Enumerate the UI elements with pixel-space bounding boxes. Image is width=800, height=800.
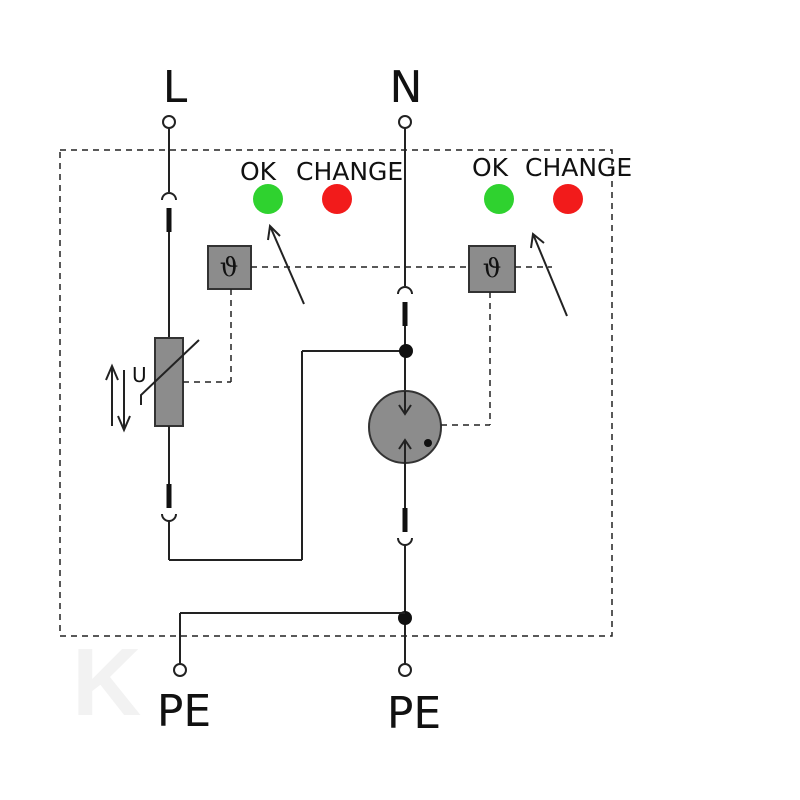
terminal-label-pe-left: PE xyxy=(157,686,211,737)
varistor-label: U xyxy=(132,363,147,387)
ok-indicator-right xyxy=(484,184,514,214)
fuse-contact-upper-l xyxy=(161,192,177,201)
terminal-label-l: L xyxy=(163,62,188,113)
indicator-label-ok-right: OK xyxy=(472,153,509,182)
terminal-l xyxy=(162,115,176,129)
indicator-arrow-right xyxy=(530,232,568,317)
thermal-symbol-right: ϑ xyxy=(483,254,502,284)
watermark-logo: K xyxy=(72,629,141,736)
varistor-characteristic-line xyxy=(140,339,200,405)
thermal-box-right xyxy=(468,245,516,293)
fuse-contact-lower-l xyxy=(161,513,177,522)
terminal-label-pe-right: PE xyxy=(387,688,441,739)
ok-indicator-left xyxy=(253,184,283,214)
change-indicator-right xyxy=(553,184,583,214)
fuse-contact-upper-n xyxy=(397,286,413,295)
thermal-disconnector-right: ϑ xyxy=(468,245,516,293)
thermal-box-left xyxy=(207,245,252,290)
gdt-dot xyxy=(424,439,432,447)
terminal-pe-right xyxy=(398,663,412,677)
junction-node-lower xyxy=(398,611,412,625)
line-branch: U xyxy=(105,115,406,561)
junction-node-upper xyxy=(399,344,413,358)
neutral-branch xyxy=(179,115,442,664)
fuse-contact-lower-n xyxy=(397,537,413,546)
indicator-arrow-left xyxy=(267,223,305,305)
mechanical-linkages xyxy=(183,266,552,426)
varistor xyxy=(154,337,184,427)
change-indicator-left xyxy=(322,184,352,214)
terminal-n xyxy=(398,115,412,129)
terminal-pe-left xyxy=(173,663,187,677)
device-enclosure xyxy=(59,149,613,637)
thermal-symbol-left: ϑ xyxy=(220,253,239,283)
indicator-label-ok-left: OK xyxy=(240,157,277,186)
indicator-label-change-left: CHANGE xyxy=(296,157,403,186)
thermal-disconnector-left: ϑ xyxy=(207,245,252,290)
indicator-label-change-right: CHANGE xyxy=(525,153,632,182)
terminal-label-n: N xyxy=(390,62,423,113)
